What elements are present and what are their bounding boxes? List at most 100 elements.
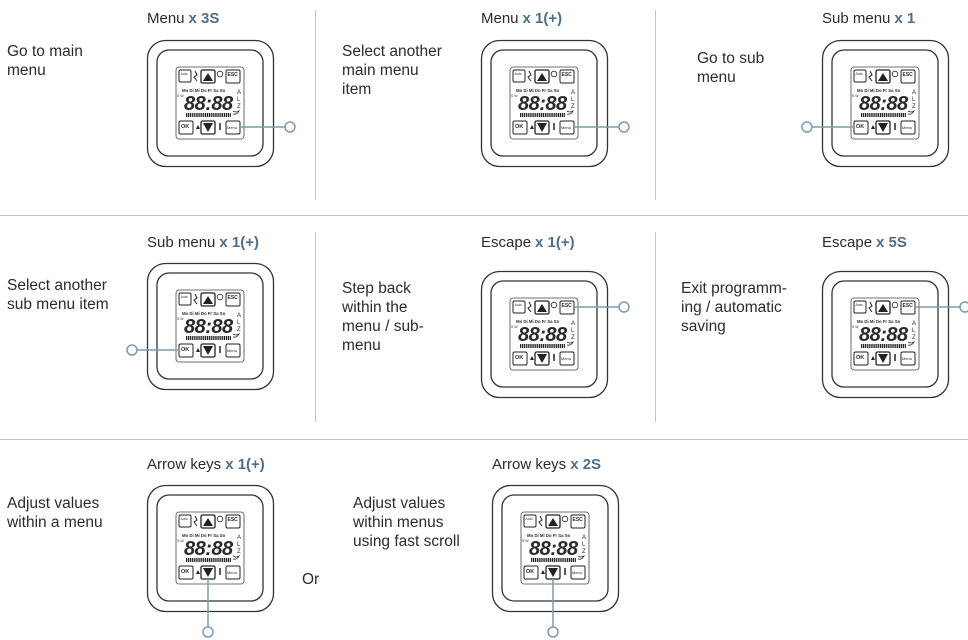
side-letter: Z: [912, 335, 916, 341]
bar-segment: [540, 558, 542, 562]
days-label: Mo Di Mi Do Fr Sa So: [857, 319, 901, 324]
ok-label: OK: [856, 124, 864, 130]
auto-icon: [523, 514, 537, 528]
bar-segment: [191, 558, 193, 562]
bar-segment: [224, 336, 226, 340]
bar-segment: [218, 558, 220, 562]
menu-label: Menu: [902, 356, 912, 361]
esc-label: ESC: [903, 72, 914, 78]
bar-segment: [534, 558, 536, 562]
down-arrow-icon: [537, 123, 547, 132]
separator: [0, 439, 968, 440]
bar-segment: [197, 558, 199, 562]
bar-segment: [210, 336, 212, 340]
auto-label: Auto: [856, 72, 863, 76]
days-label: Mo Di Mi Do Fr Sa So: [857, 88, 901, 93]
ok-button: [512, 351, 528, 366]
auto-label: Auto: [181, 72, 188, 76]
bar-segment: [224, 113, 226, 117]
menu-button: [900, 351, 916, 366]
bar-segment: [539, 344, 541, 348]
bar-segment: [902, 344, 904, 348]
bar-segment: [187, 336, 190, 340]
ok-button: [178, 565, 194, 580]
ok-label: OK: [181, 124, 189, 130]
side-letter: A: [912, 321, 916, 327]
bar-segment: [862, 113, 865, 117]
bar-segment: [206, 113, 209, 117]
bar-segment: [186, 336, 188, 340]
bar-segment: [550, 558, 552, 562]
bar-segment: [212, 113, 214, 117]
bar-segment: [220, 336, 222, 340]
bar-segment: [520, 113, 522, 117]
bar-segment: [210, 558, 212, 562]
pointer-marker: [959, 301, 968, 313]
bar-segment: [229, 113, 231, 117]
clock-icon: [550, 301, 558, 309]
bar-segment: [563, 344, 565, 348]
bar-segment: [227, 336, 229, 340]
bar-segment: [539, 113, 541, 117]
ok-label: OK: [515, 355, 523, 361]
side-letter: L: [571, 328, 575, 334]
mode-letters: S W: [852, 325, 859, 329]
down-arrow-icon: [203, 123, 213, 132]
bar-segment: [567, 558, 569, 562]
menu-label: Menu: [561, 125, 571, 130]
bar-segment: [205, 558, 207, 562]
bar-segment: [902, 113, 904, 117]
bar-segment: [544, 344, 546, 348]
bar-segment: [900, 113, 903, 117]
bar-segment: [225, 336, 228, 340]
down-arrow-icon: [878, 354, 888, 363]
ok-button: [523, 565, 539, 580]
bar-segment: [563, 113, 565, 117]
bar-segment: [881, 344, 884, 348]
bar-segment: [900, 344, 903, 348]
bar-segment: [529, 344, 531, 348]
bar-segment: [229, 336, 231, 340]
bar-segment: [561, 558, 563, 562]
auto-icon: [178, 69, 192, 83]
days-label: Mo Di Mi Do Fr Sa So: [182, 88, 226, 93]
side-letter: A: [237, 90, 241, 96]
bar-segment: [561, 113, 563, 117]
down-arrow-icon: [537, 354, 547, 363]
mode-letters: S W: [522, 539, 529, 543]
bar-segment: [527, 113, 529, 117]
menu-button: [225, 565, 241, 580]
mode-letters: S W: [177, 539, 184, 543]
bar-segment: [197, 113, 199, 117]
heat-icon: [541, 570, 545, 574]
bar-segment: [203, 113, 205, 117]
auto-label: Auto: [526, 517, 533, 521]
bar-segment: [536, 558, 538, 562]
pointer-marker: [284, 121, 296, 133]
bar-segment: [885, 344, 887, 348]
ok-label: OK: [181, 569, 189, 575]
flame-icon: [527, 70, 532, 82]
down-arrow-icon: [203, 568, 213, 577]
bar-segment: [872, 113, 874, 117]
bar-segment: [883, 113, 885, 117]
bar-segment: [565, 558, 567, 562]
bar-segment: [864, 113, 866, 117]
side-letter: L: [571, 97, 575, 103]
bar-segment: [533, 344, 535, 348]
ok-label: OK: [856, 355, 864, 361]
bar-segment: [189, 336, 191, 340]
heat-icon: [530, 125, 534, 129]
days-label: Mo Di Mi Do Fr Sa So: [182, 533, 226, 538]
clock-icon: [891, 301, 899, 309]
esc-button: [225, 514, 241, 529]
bar-segment: [546, 113, 548, 117]
